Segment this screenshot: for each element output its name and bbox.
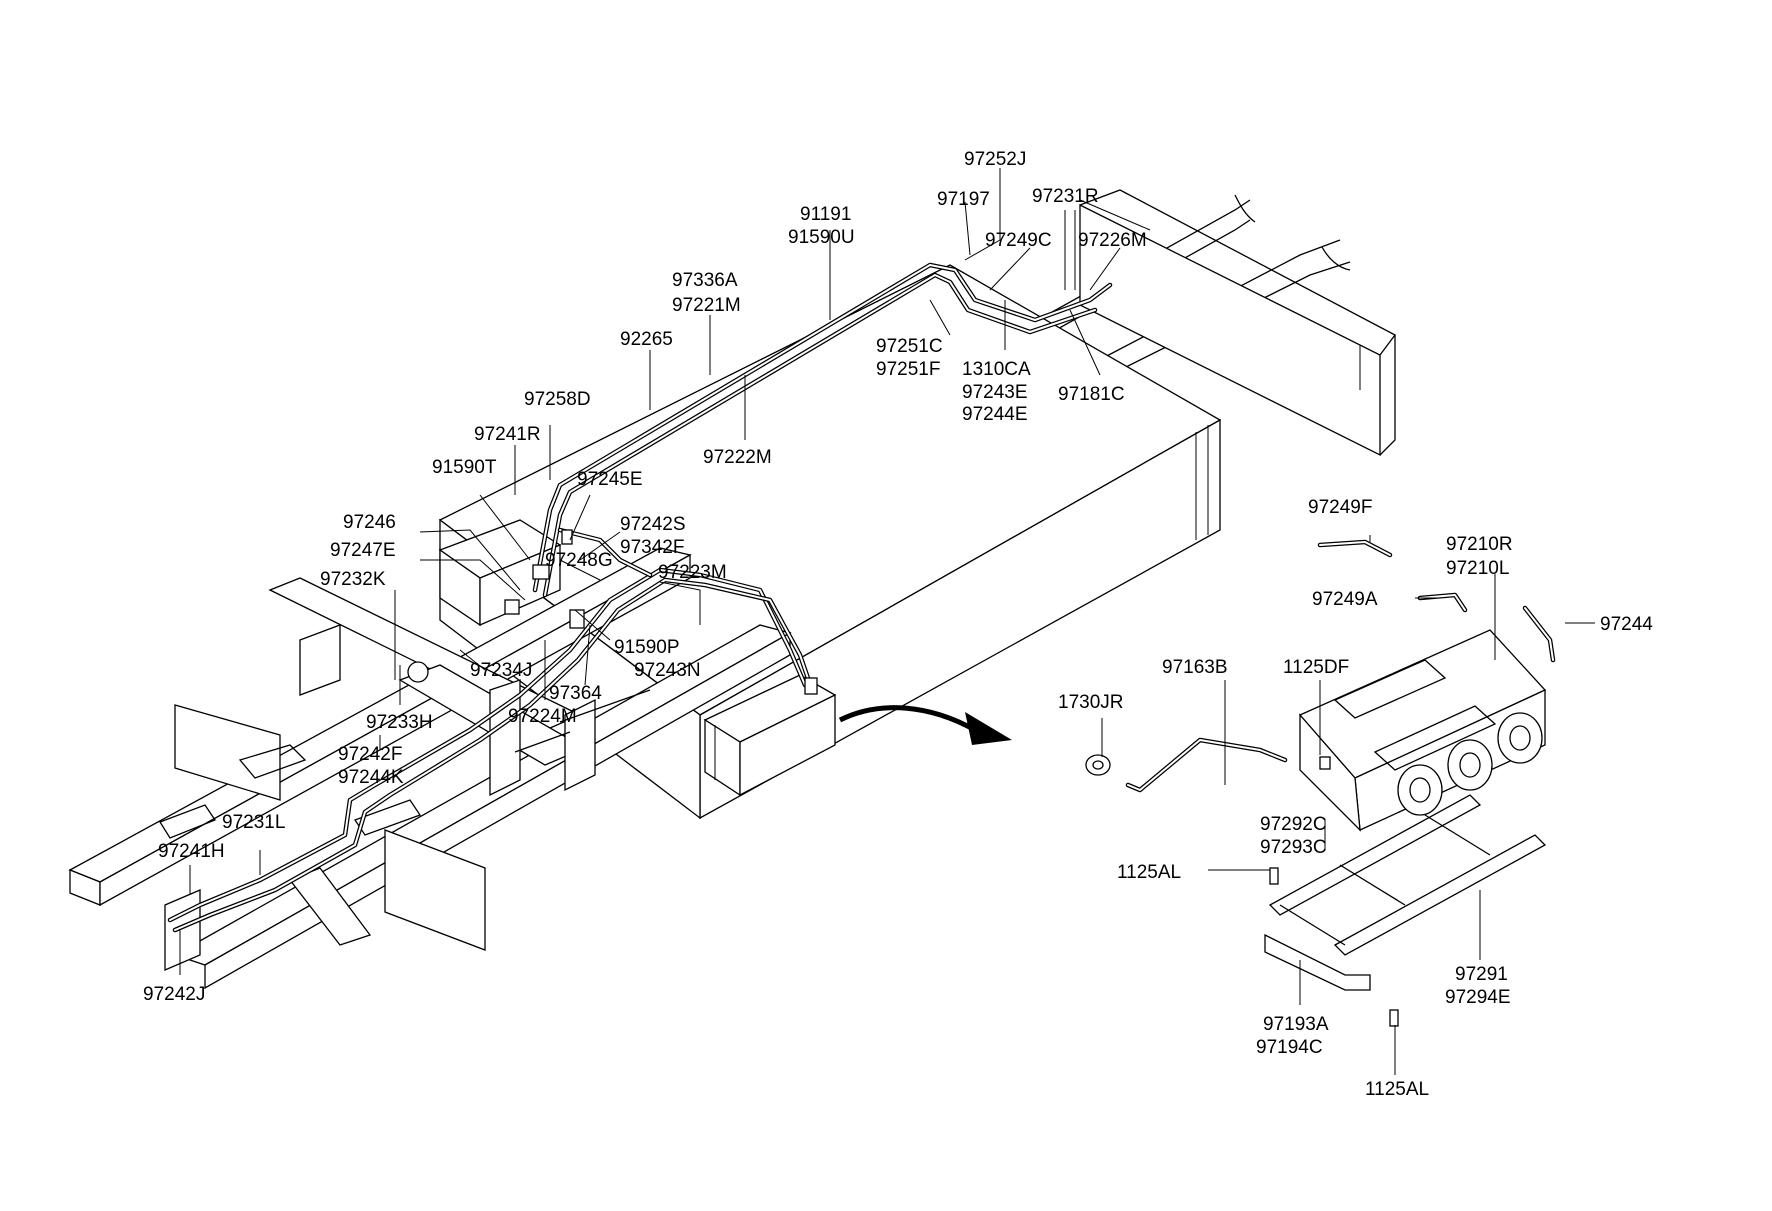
label-97194C: 97194C [1256, 1037, 1323, 1058]
label-97244: 97244 [1600, 614, 1653, 635]
label-97249F: 97249F [1308, 497, 1372, 518]
label-97210R: 97210R [1446, 534, 1513, 555]
label-97251F: 97251F [876, 359, 940, 380]
part-labels: 97252J 97197 97231R 91191 91590U 97249C … [143, 149, 1653, 1100]
label-97224M: 97224M [508, 706, 577, 727]
label-97247E: 97247E [330, 540, 396, 561]
label-1125AL-lower: 1125AL [1365, 1079, 1429, 1100]
fittings [407, 529, 818, 695]
label-97181C: 97181C [1058, 384, 1125, 405]
label-97231L: 97231L [222, 812, 285, 833]
label-97249A: 97249A [1312, 589, 1378, 610]
label-97222M: 97222M [703, 447, 772, 468]
label-97336A: 97336A [672, 270, 738, 291]
front-frame [68, 547, 792, 990]
label-97231R: 97231R [1032, 186, 1099, 207]
loose-parts [1085, 539, 1556, 1027]
label-97246: 97246 [343, 512, 396, 533]
label-97242J: 97242J [143, 984, 205, 1005]
label-97232K: 97232K [320, 569, 386, 590]
label-97243E: 97243E [962, 382, 1028, 403]
label-91590P: 91590P [614, 637, 680, 658]
pointer-arrow [838, 705, 1012, 745]
label-91590T: 91590T [432, 457, 497, 478]
leader-lines [179, 168, 1595, 1075]
label-97233H: 97233H [366, 712, 433, 733]
label-97244E: 97244E [962, 404, 1028, 425]
label-97241H: 97241H [158, 841, 225, 862]
label-97234J: 97234J [470, 660, 532, 681]
label-1125DF: 1125DF [1283, 657, 1349, 678]
label-97294E: 97294E [1445, 987, 1511, 1008]
label-97244K: 97244K [338, 767, 404, 788]
label-97291: 97291 [1455, 964, 1508, 985]
label-97241R: 97241R [474, 424, 541, 445]
label-1310CA: 1310CA [962, 359, 1031, 380]
label-1730JR: 1730JR [1058, 692, 1124, 713]
label-97163B: 97163B [1162, 657, 1228, 678]
fuel-lines [167, 262, 1113, 933]
label-91191: 91191 [800, 204, 851, 225]
label-92265: 92265 [620, 329, 673, 350]
label-97249C: 97249C [985, 230, 1052, 251]
label-97292C: 97292C [1260, 814, 1327, 835]
label-97342F: 97342F [620, 537, 684, 558]
label-97210L: 97210L [1446, 558, 1509, 579]
label-1125AL-upper: 1125AL [1117, 862, 1181, 883]
label-97193A: 97193A [1263, 1014, 1329, 1035]
canister-assembly [1298, 629, 1547, 832]
label-97243N: 97243N [634, 660, 701, 681]
label-97226M: 97226M [1078, 230, 1147, 251]
label-97364: 97364 [549, 683, 602, 704]
label-97242F: 97242F [338, 744, 402, 765]
label-97221M: 97221M [672, 295, 741, 316]
label-97251C: 97251C [876, 336, 943, 357]
label-97245E: 97245E [577, 469, 643, 490]
label-97258D: 97258D [524, 389, 591, 410]
label-97248G: 97248G [545, 550, 613, 571]
label-97197: 97197 [937, 189, 990, 210]
label-97242S: 97242S [620, 514, 686, 535]
label-91590U: 91590U [788, 227, 855, 248]
mounting-tray [1264, 794, 1547, 991]
label-97223M: 97223M [658, 562, 727, 583]
label-97293C: 97293C [1260, 837, 1327, 858]
label-97252J: 97252J [964, 149, 1026, 170]
